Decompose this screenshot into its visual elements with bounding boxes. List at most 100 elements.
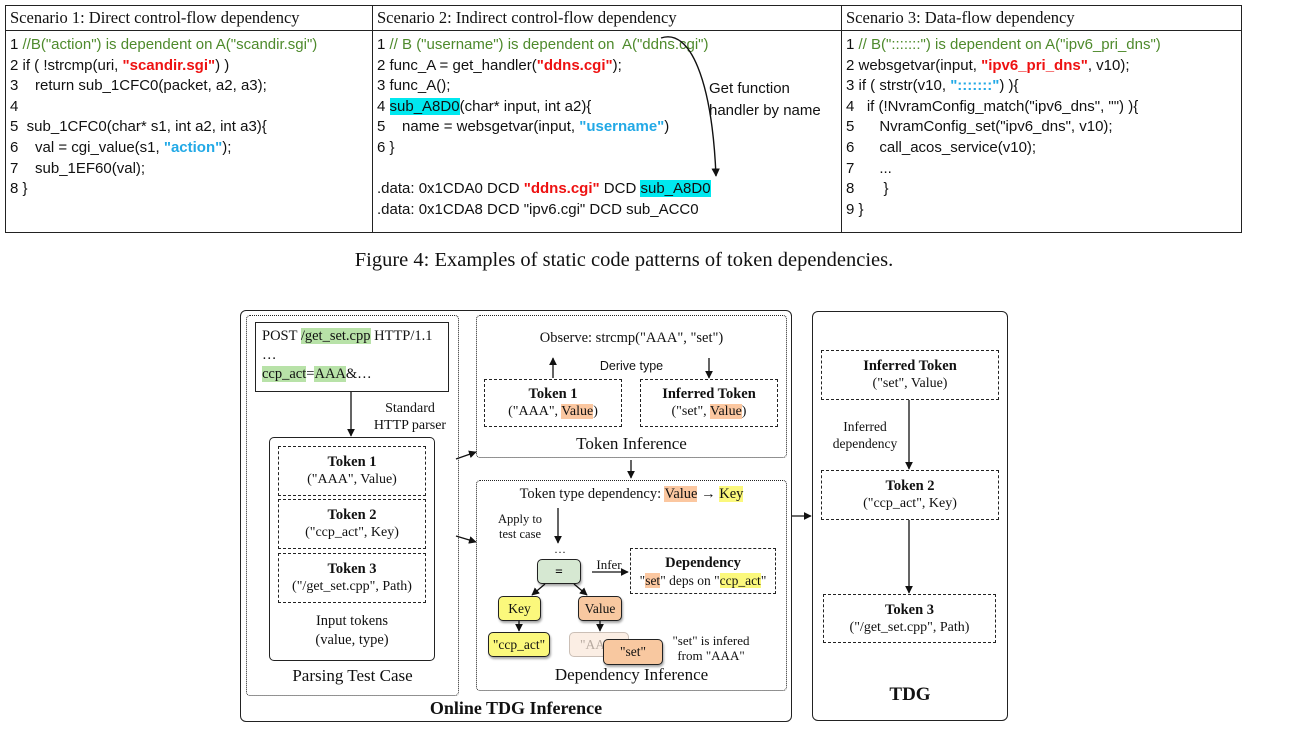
- code-token-blue: "action": [163, 138, 223, 156]
- code-text: 6 call_acos_service(v10);: [846, 138, 1037, 156]
- code-line: 2 websgetvar(input, "ipv6_pri_dns", v10)…: [846, 56, 1241, 77]
- derive-type-label: Derive type: [599, 359, 664, 373]
- set-node: "set": [603, 639, 663, 665]
- code-examples-table: Scenario 1: Direct control-flow dependen…: [5, 5, 1242, 233]
- code-text: ): [664, 118, 670, 136]
- code-text: 7 sub_1EF60(val);: [10, 159, 146, 177]
- set-inferred-note: "set" is infered from "AAA": [672, 633, 750, 663]
- code-line: 2 if ( !strcmp(uri, "scandir.sgi") ): [10, 56, 372, 77]
- scenario-1-header: Scenario 1: Direct control-flow dependen…: [6, 6, 372, 31]
- scenario-1-column: Scenario 1: Direct control-flow dependen…: [6, 6, 372, 232]
- code-text: 4: [10, 97, 19, 115]
- code-token-cmt: //B("action") is dependent on A("scandir…: [22, 36, 318, 53]
- code-line: 5 sub_1CFC0(char* s1, int a2, int a3){: [10, 117, 372, 138]
- code-line: 8 }: [846, 179, 1241, 200]
- equals-node: =: [537, 559, 581, 584]
- code-line: 3 return sub_1CFC0(packet, a2, a3);: [10, 76, 372, 97]
- http-parser-label: Standard HTTP parser: [373, 401, 447, 433]
- code-text: 5 sub_1CFC0(char* s1, int a2, int a3){: [10, 118, 267, 136]
- code-text: 7 ...: [846, 159, 892, 177]
- code-line: 4: [10, 97, 372, 118]
- code-token-red: "ddns.cgi": [536, 56, 613, 74]
- code-text: 5 NvramConfig_set("ipv6_dns", v10);: [846, 118, 1113, 136]
- online-tdg-inference-title: Online TDG Inference: [429, 698, 603, 718]
- code-line: 7 ...: [846, 159, 1241, 180]
- code-text: 8 }: [10, 180, 28, 198]
- code-line: 4 sub_A8D0(char* input, int a2){: [377, 97, 841, 118]
- code-token-cmt: // B(":::::::") is dependent on A("ipv6_…: [858, 36, 1161, 53]
- inferred-token-box: Inferred Token ("set", Value): [640, 379, 778, 427]
- code-text: (char* input, int a2){: [459, 97, 592, 115]
- code-line: 1 //B("action") is dependent on A("scand…: [10, 35, 372, 56]
- request-path: /get_set.cpp: [300, 328, 371, 344]
- code-line: 3 func_A();: [377, 76, 841, 97]
- code-line: 9 }: [846, 200, 1241, 221]
- code-line: .data: 0x1CDA8 DCD "ipv6.cgi" DCD sub_AC…: [377, 200, 841, 221]
- code-token-hl: sub_A8D0: [389, 97, 460, 115]
- code-text: 1: [10, 36, 23, 53]
- code-text: 6 }: [377, 138, 395, 156]
- code-line: 6 call_acos_service(v10);: [846, 138, 1241, 159]
- key-node: Key: [498, 596, 541, 621]
- dependency-inference-panel: [476, 480, 787, 691]
- code-text: 1: [377, 36, 390, 53]
- figure-caption: Figure 4: Examples of static code patter…: [354, 249, 894, 271]
- input-tokens-label: Input tokens (value, type): [315, 613, 389, 648]
- code-line: [377, 159, 841, 180]
- code-text: , v10);: [1087, 56, 1130, 74]
- code-line: 3 if ( strstr(v10, ":::::::") ){: [846, 76, 1241, 97]
- code-token-blue: ":::::::": [950, 77, 1000, 95]
- code-line: 6 }: [377, 138, 841, 159]
- code-text: );: [222, 138, 232, 156]
- input-tokens-box: [269, 437, 435, 661]
- tdg-inferred-token: Inferred Token ("set", Value): [821, 350, 999, 400]
- code-token-red: "ddns.cgi": [523, 180, 600, 198]
- http-request-box: POST /get_set.cpp HTTP/1.1 … ccp_act=AAA…: [255, 322, 449, 392]
- ellipsis-dots: ···: [554, 545, 566, 559]
- annotation-line-1: Get function: [709, 80, 790, 97]
- code-text: ) ){: [999, 77, 1019, 95]
- parsing-test-case-panel: [246, 315, 459, 696]
- code-text: 9 }: [846, 200, 864, 218]
- scenario-2-column: Scenario 2: Indirect control-flow depend…: [372, 6, 841, 232]
- code-line: 6 val = cgi_value(s1, "action");: [10, 138, 372, 159]
- code-line: 7 sub_1EF60(val);: [10, 159, 372, 180]
- dependency-box: Dependency "set" deps on "ccp_act": [630, 548, 776, 594]
- code-text: 2 func_A = get_handler(: [377, 56, 537, 74]
- code-text: 4: [377, 97, 390, 115]
- scenario-3-header: Scenario 3: Data-flow dependency: [842, 6, 1241, 31]
- request-line: POST /get_set.cpp HTTP/1.1: [262, 328, 433, 344]
- observe-label: Observe: strcmp("AAA", "set"): [539, 330, 724, 346]
- tdg-title: TDG: [889, 684, 931, 705]
- infer-label: Infer: [596, 557, 622, 572]
- code-text: 3 func_A();: [377, 77, 451, 95]
- code-line: 4 if (!NvramConfig_match("ipv6_dns", "")…: [846, 97, 1241, 118]
- parsed-token-3: Token 3 ("/get_set.cpp", Path): [278, 553, 426, 603]
- token-inference-panel: [476, 315, 787, 458]
- code-text: [377, 160, 381, 177]
- code-text: 3 if ( strstr(v10,: [846, 77, 951, 95]
- code-line: 5 name = websgetvar(input, "username"): [377, 117, 841, 138]
- apply-to-test-case-label: Apply to test case: [497, 512, 543, 541]
- ccp-act-node: "ccp_act": [488, 632, 550, 657]
- scenario-3-code: 1 // B(":::::::") is dependent on A("ipv…: [842, 31, 1241, 220]
- parsed-token-1: Token 1 ("AAA", Value): [278, 446, 426, 496]
- code-token-cmt: // B ("username") is dependent on A("ddn…: [389, 36, 709, 53]
- type-dependency-label: Token type dependency: Value → Key: [519, 486, 744, 502]
- handler-annotation: Get function handler by name: [709, 78, 821, 122]
- scenario-1-code: 1 //B("action") is dependent on A("scand…: [6, 31, 372, 200]
- annotation-line-2: handler by name: [709, 102, 821, 119]
- code-text: ) ): [215, 56, 230, 74]
- code-token-blue: "username": [579, 118, 665, 136]
- code-text: 5 name = websgetvar(input,: [377, 118, 580, 136]
- code-token-red: "ipv6_pri_dns": [981, 56, 1088, 74]
- parsing-test-case-title: Parsing Test Case: [292, 666, 413, 685]
- token-inference-title: Token Inference: [576, 434, 687, 453]
- code-text: );: [612, 56, 622, 74]
- scenario-2-header: Scenario 2: Indirect control-flow depend…: [373, 6, 841, 31]
- code-text: .data: 0x1CDA8 DCD "ipv6.cgi" DCD sub_AC…: [377, 200, 699, 218]
- code-text: 3 return sub_1CFC0(packet, a2, a3);: [10, 77, 267, 95]
- code-text: 8 }: [846, 180, 889, 198]
- token-1-box: Token 1 ("AAA", Value): [484, 379, 622, 427]
- code-text: .data: 0x1CDA0 DCD: [377, 180, 524, 198]
